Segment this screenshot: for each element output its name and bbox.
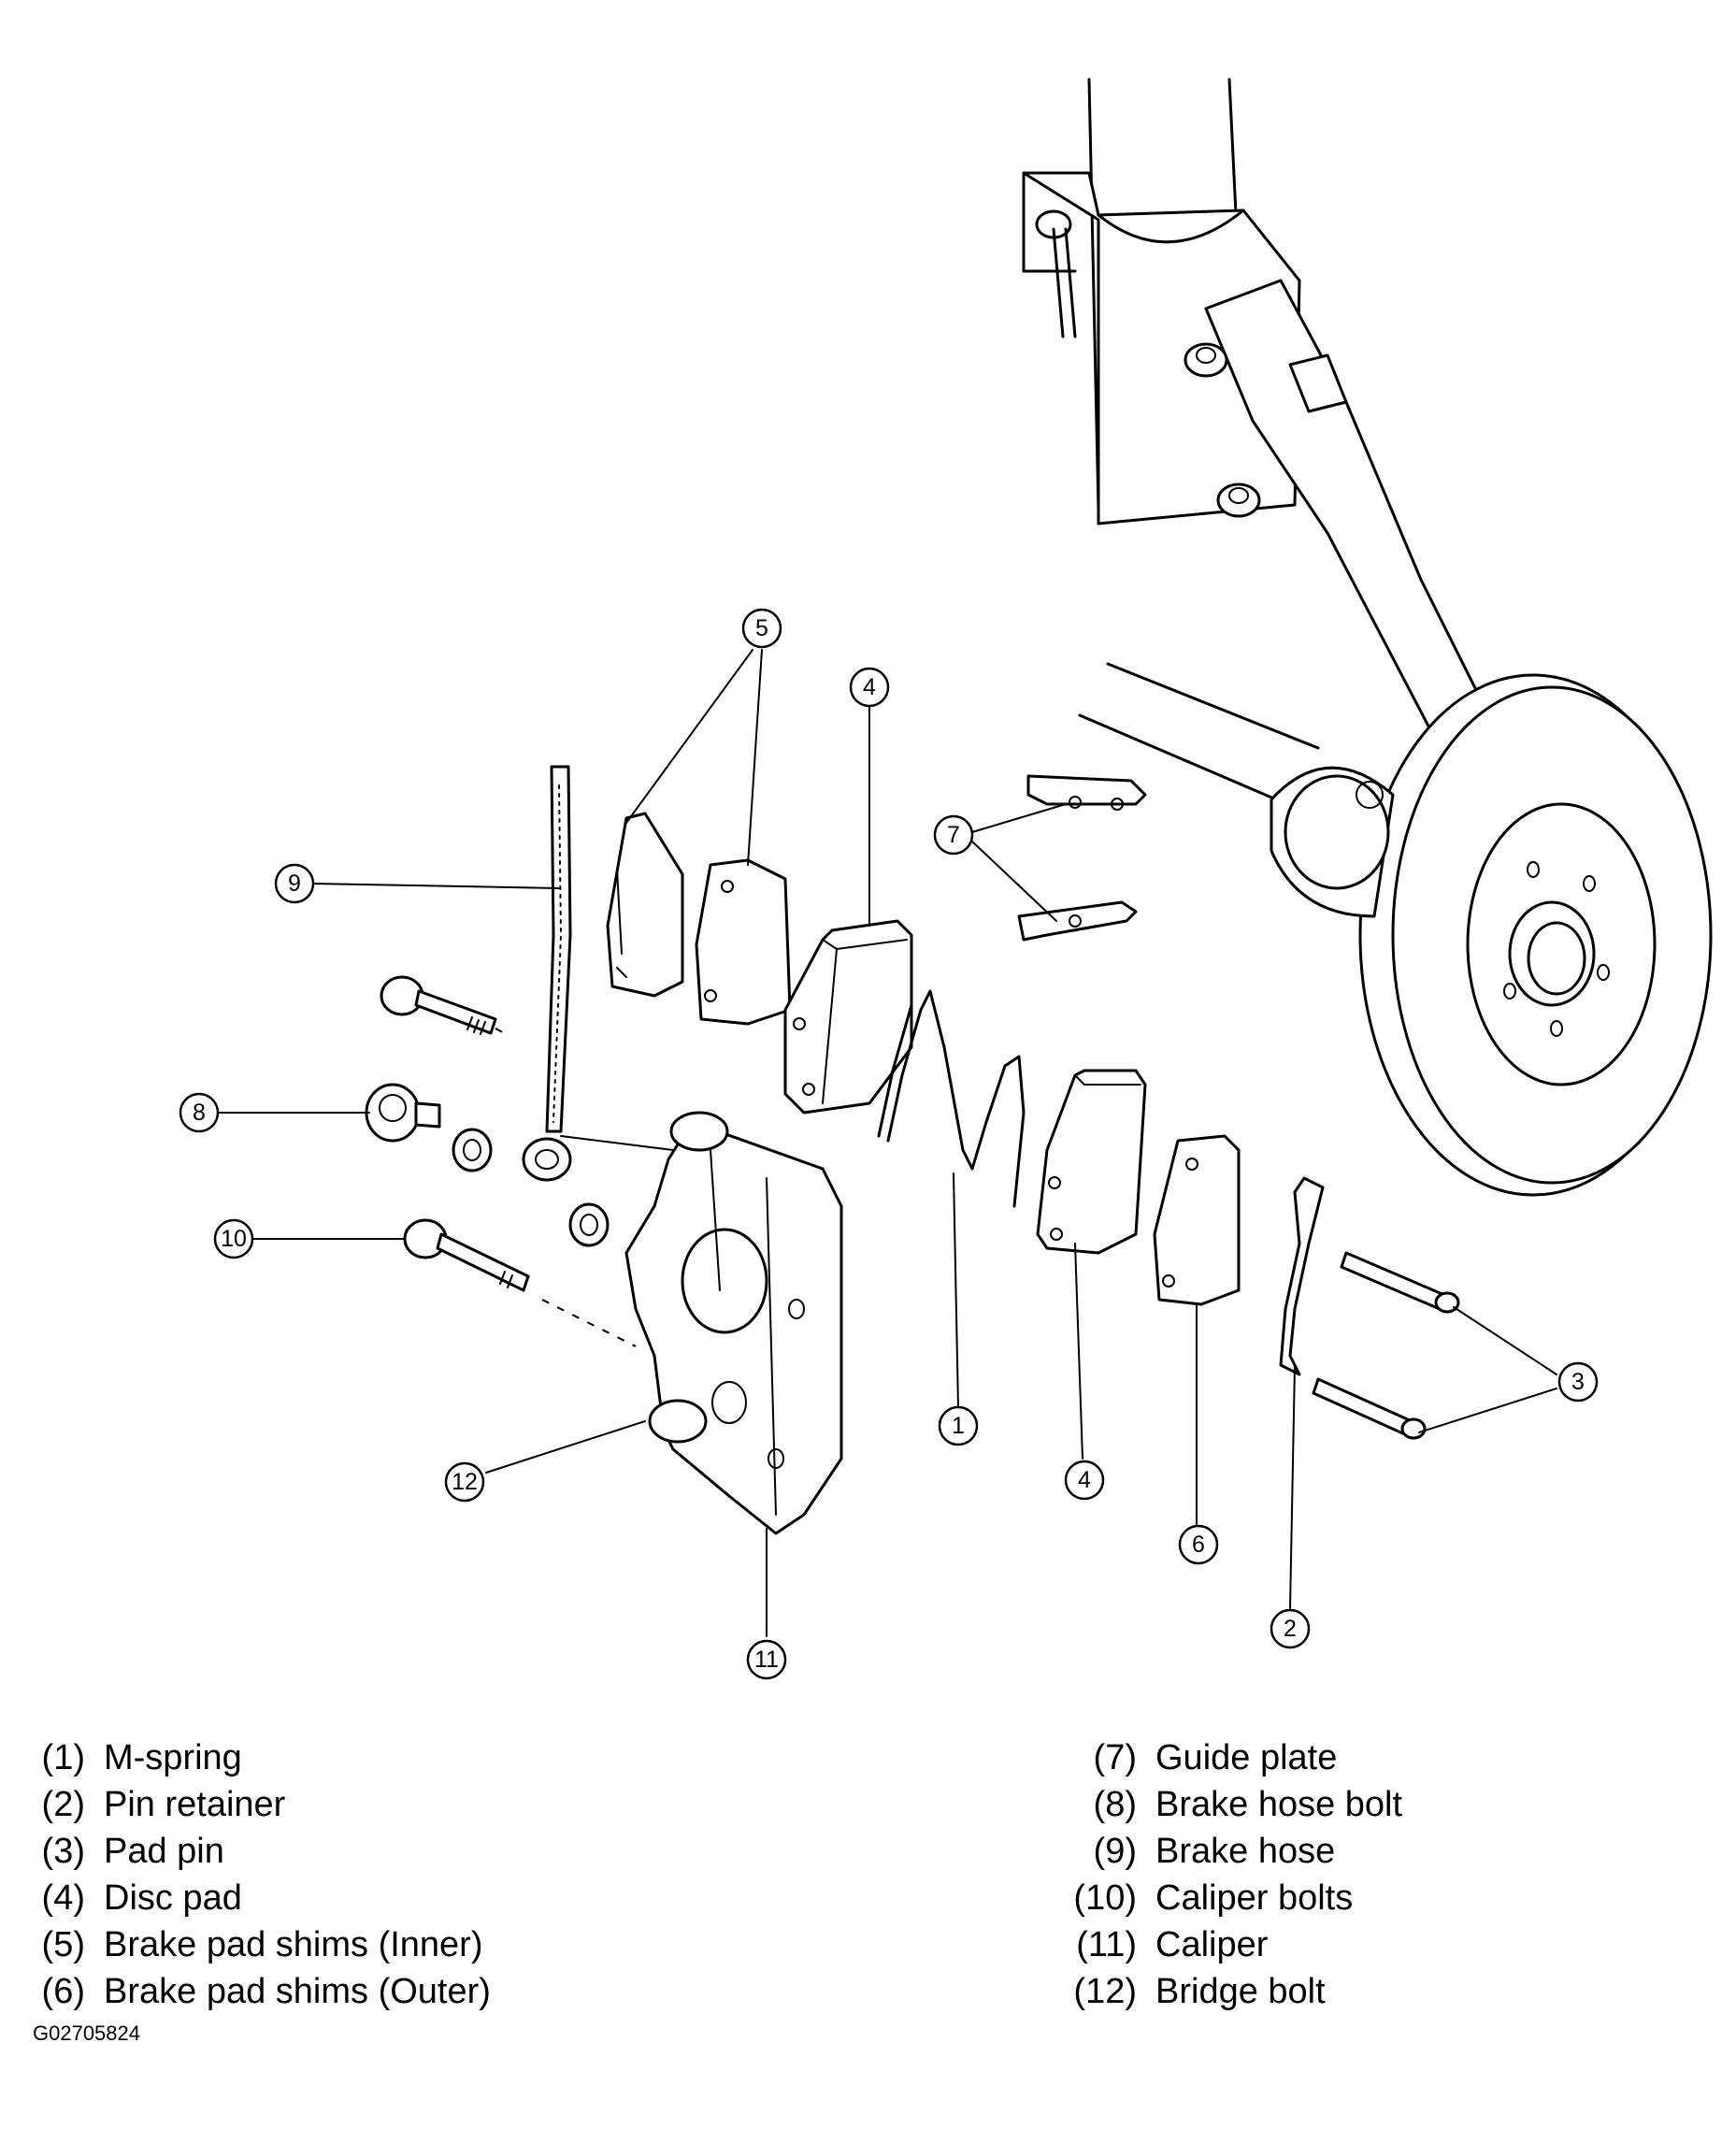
legend-item-label: Disc pad xyxy=(104,1878,242,1918)
guide-plate-lower xyxy=(1017,900,1138,942)
legend-item-number: (5) xyxy=(41,1925,85,1964)
legend-item-number: (11) xyxy=(1076,1925,1137,1964)
callout-8: 8 xyxy=(179,1092,220,1133)
callout-9: 9 xyxy=(274,863,315,904)
upper-bolt xyxy=(380,975,497,1035)
legend-item-number: (12) xyxy=(1073,1972,1137,2011)
caliper xyxy=(624,1111,843,1535)
callout-4-upper-number: 4 xyxy=(863,674,876,700)
hose-washer-2 xyxy=(568,1202,610,1247)
legend-item-label: Pad pin xyxy=(104,1832,224,1871)
brake-pad-shim-outer xyxy=(1153,1134,1241,1306)
callout-11: 11 xyxy=(746,1639,787,1680)
callout-1: 1 xyxy=(938,1405,979,1446)
caliper-bolt xyxy=(403,1218,530,1292)
callout-4-upper: 4 xyxy=(849,667,890,708)
legend-item-label: Caliper bolts xyxy=(1155,1878,1354,1918)
callout-2: 2 xyxy=(1270,1608,1311,1649)
legend-item-label: Bridge bolt xyxy=(1155,1972,1326,2011)
callout-3: 3 xyxy=(1557,1361,1599,1403)
pin-retainer xyxy=(1279,1176,1325,1376)
brake-pad-shim-inner xyxy=(606,812,684,998)
callout-7: 7 xyxy=(933,814,974,856)
legend-left-column: (1) M-spring (2) Pin retainer (3) Pad pin (… xyxy=(33,1734,491,2015)
strut-nut-lower xyxy=(1216,482,1261,518)
callout-10: 10 xyxy=(213,1218,254,1259)
figure-code: G02705824 xyxy=(33,2021,140,2045)
callout-4-lower: 4 xyxy=(1064,1460,1105,1501)
legend-item: (12) Bridge bolt xyxy=(1056,1968,1402,2015)
callout-4-lower-number: 4 xyxy=(1078,1467,1091,1493)
disc-pad-lower xyxy=(1036,1069,1147,1255)
disc-pad-upper xyxy=(783,919,913,1115)
callout-5: 5 xyxy=(741,608,782,649)
legend-item: (11) Caliper xyxy=(1056,1921,1402,1968)
callout-2-number: 2 xyxy=(1284,1616,1297,1642)
leader-lines xyxy=(219,649,1557,1637)
callout-6-number: 6 xyxy=(1192,1532,1205,1558)
legend-item-label: M-spring xyxy=(104,1738,242,1777)
legend-item-label: Guide plate xyxy=(1155,1738,1338,1777)
pad-pin-lower xyxy=(1312,1377,1427,1440)
legend-item-number: (4) xyxy=(41,1878,85,1918)
guide-plate-upper xyxy=(1026,774,1147,811)
callout-5-number: 5 xyxy=(755,615,768,641)
pad-pin-upper xyxy=(1340,1251,1460,1314)
hose-washer-1 xyxy=(452,1128,493,1172)
callout-10-number: 10 xyxy=(221,1226,247,1252)
legend-item-number: (10) xyxy=(1073,1878,1137,1918)
legend-item: (2) Pin retainer xyxy=(33,1781,491,1828)
callout-11-number: 11 xyxy=(754,1647,779,1673)
legend-item-label: Caliper xyxy=(1155,1925,1269,1964)
legend-item-number: (7) xyxy=(1093,1738,1137,1777)
legend-item-label: Brake pad shims (Outer) xyxy=(104,1972,491,2011)
legend-item: (6) Brake pad shims (Outer) xyxy=(33,1968,491,2015)
strut-assembly xyxy=(1022,78,1488,801)
brake-hose xyxy=(522,765,572,1182)
legend-item-number: (1) xyxy=(41,1738,85,1777)
brake-pad-shim-inner-2 xyxy=(695,858,792,1026)
callout-7-number: 7 xyxy=(947,822,960,848)
legend-item-number: (9) xyxy=(1093,1832,1137,1871)
brake-exploded-view-drawing: 5 4 7 9 8 10 12 11 1 4 6 2 xyxy=(179,78,1713,1680)
callout-12-number: 12 xyxy=(452,1469,478,1495)
legend-item-label: Brake hose bolt xyxy=(1155,1785,1403,1824)
strut-nut-upper xyxy=(1184,342,1228,378)
callout-6: 6 xyxy=(1178,1524,1219,1565)
legend-item: (8) Brake hose bolt xyxy=(1056,1781,1403,1828)
legend-item: (3) Pad pin xyxy=(33,1828,491,1875)
legend-item-label: Pin retainer xyxy=(104,1785,286,1824)
legend-item: (9) Brake hose xyxy=(1056,1828,1402,1875)
m-spring xyxy=(877,989,1026,1208)
callout-9-number: 9 xyxy=(288,870,301,897)
legend-item-number: (3) xyxy=(41,1832,85,1871)
callout-3-number: 3 xyxy=(1571,1369,1585,1395)
legend-item: (10) Caliper bolts xyxy=(1056,1875,1402,1921)
callout-12: 12 xyxy=(444,1461,485,1503)
legend-right-column: (7) Guide plate (8) Brake hose bolt (9) Bra… xyxy=(1056,1734,1402,2015)
legend-item: (1) M-spring xyxy=(33,1734,491,1781)
legend-item-label: Brake hose xyxy=(1155,1832,1336,1871)
brake-disc xyxy=(1270,673,1713,1197)
legend-item-number: (6) xyxy=(41,1972,85,2011)
legend-item: (4) Disc pad xyxy=(33,1875,491,1921)
legend-item: (5) Brake pad shims (Inner) xyxy=(33,1921,491,1968)
callout-1-number: 1 xyxy=(952,1413,965,1439)
callout-8-number: 8 xyxy=(193,1100,206,1126)
legend-item-number: (8) xyxy=(1093,1785,1137,1824)
legend-item-label: Brake pad shims (Inner) xyxy=(104,1925,483,1964)
brake-hose-bolt xyxy=(365,1083,441,1143)
legend-item-number: (2) xyxy=(41,1785,85,1824)
legend-item: (7) Guide plate xyxy=(1056,1734,1402,1781)
